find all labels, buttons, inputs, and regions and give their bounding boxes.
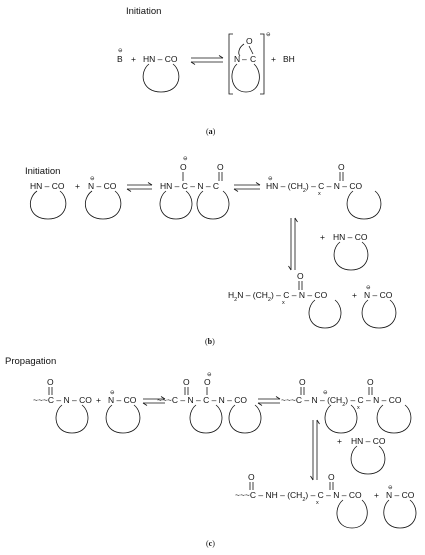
lactam-b2-ring	[333, 241, 369, 271]
plus-c1: +	[96, 395, 101, 405]
lactam-b2: HN – CO	[333, 232, 368, 242]
anion-c2-charge: ⊖	[388, 485, 393, 491]
chain-start: ~~~C – N – CO	[33, 395, 92, 405]
right-x: x	[357, 405, 360, 411]
anion-c2: N – CO	[386, 490, 415, 500]
plus-c2: +	[337, 436, 342, 446]
anion-c-charge: ⊖	[110, 390, 115, 396]
amine-x: x	[282, 300, 285, 306]
chain-start-ring	[55, 404, 89, 434]
chain-o: O	[47, 377, 54, 387]
open-x: x	[318, 191, 321, 197]
dimer-charge: ⊖	[183, 156, 188, 162]
anion-b2-ring	[361, 299, 397, 329]
caption-a: (a)	[206, 127, 216, 136]
product-ring	[336, 499, 368, 529]
plus-b3: +	[352, 290, 357, 300]
right-charge: ⊖	[323, 390, 328, 396]
amine-chain: H2N – (CH2) – C – N – CO	[228, 290, 328, 303]
lactam-c-ring	[350, 445, 386, 475]
mid-o1: O	[183, 377, 190, 387]
anion-b: N – CO	[88, 181, 117, 191]
panel-a-heading: Initiation	[126, 6, 161, 17]
anion-b2-charge: ⊖	[366, 285, 371, 291]
lactam-c: HN – CO	[351, 436, 386, 446]
right-chain: ~~~C – N – (CH2) – C – N – CO	[281, 395, 402, 408]
right-o1: O	[299, 377, 306, 387]
base-label: B	[117, 54, 123, 64]
mid-chain: ~~~C – N – C – N – CO	[157, 395, 247, 405]
lactam-a: HN – CO	[143, 54, 178, 64]
panel-c-heading: Propagation	[5, 356, 56, 367]
panel-b: Initiation HN – CO + ⊖ N – CO ⊖ O O HN –…	[25, 156, 397, 346]
panel-a: Initiation ⊖ B + HN – CO ⊖ O N – C + BH …	[117, 6, 295, 136]
open-o: O	[338, 162, 345, 172]
bracket-right	[260, 33, 265, 95]
anion-b-ring	[84, 190, 122, 220]
dimer-ring2	[196, 190, 230, 220]
product-x: x	[316, 500, 319, 506]
plus-a1: +	[131, 54, 136, 64]
open-chain: HN – (CH2) – C – N – CO	[266, 181, 363, 194]
right-ring2	[376, 404, 412, 434]
anion-b-charge: ⊖	[90, 176, 95, 182]
resonance-arrow	[238, 43, 245, 57]
bracket-left	[228, 33, 233, 95]
right-o2: O	[367, 377, 374, 387]
panel-b-heading: Initiation	[25, 166, 60, 177]
lactam-b-ring	[29, 190, 67, 220]
product-chain: ~~~C – NH – (CH2) – C – N – CO	[235, 490, 362, 503]
plus-a2: +	[271, 54, 276, 64]
dimer-o1: O	[180, 162, 187, 172]
product-o1: O	[248, 472, 255, 482]
right-ring1	[324, 404, 358, 434]
anion-c2-ring	[383, 499, 417, 529]
dimer: HN – C – N – C	[160, 181, 219, 191]
anion-a-dash: –	[242, 54, 247, 64]
anion-a-charge: ⊖	[266, 32, 271, 38]
dimer-o2: O	[217, 162, 224, 172]
open-charge: ⊖	[268, 176, 273, 182]
amine-o: O	[297, 271, 304, 281]
mid-ring2	[228, 404, 262, 434]
caption-c: (c)	[206, 539, 215, 548]
anion-c: N – CO	[108, 395, 137, 405]
anion-a-co-bond	[248, 45, 254, 55]
anion-b2: N – CO	[364, 290, 393, 300]
dimer-ring1	[159, 190, 193, 220]
mid-charge: ⊖	[207, 372, 212, 378]
anion-a-o: O	[246, 36, 253, 46]
amine-ring	[308, 299, 342, 329]
plus-c3: +	[374, 490, 379, 500]
plus-b2: +	[320, 232, 325, 242]
anion-a-ring	[231, 63, 260, 93]
open-ring	[346, 190, 382, 220]
anion-a-n: N	[234, 54, 240, 64]
panel-c: Propagation O ~~~C – N – CO + ⊖ N – CO O…	[5, 356, 417, 548]
anion-c-ring	[105, 404, 141, 434]
lactam-a-ring	[142, 63, 180, 93]
mid-ring1	[189, 404, 223, 434]
plus-b1: +	[75, 181, 80, 191]
lactam-b: HN – CO	[30, 181, 65, 191]
mid-o2: O	[204, 377, 211, 387]
product-o2: O	[328, 472, 335, 482]
caption-b: (b)	[205, 337, 215, 346]
conj-acid: BH	[283, 54, 295, 64]
base-charge: ⊖	[118, 48, 123, 54]
anion-a-c: C	[250, 54, 256, 64]
